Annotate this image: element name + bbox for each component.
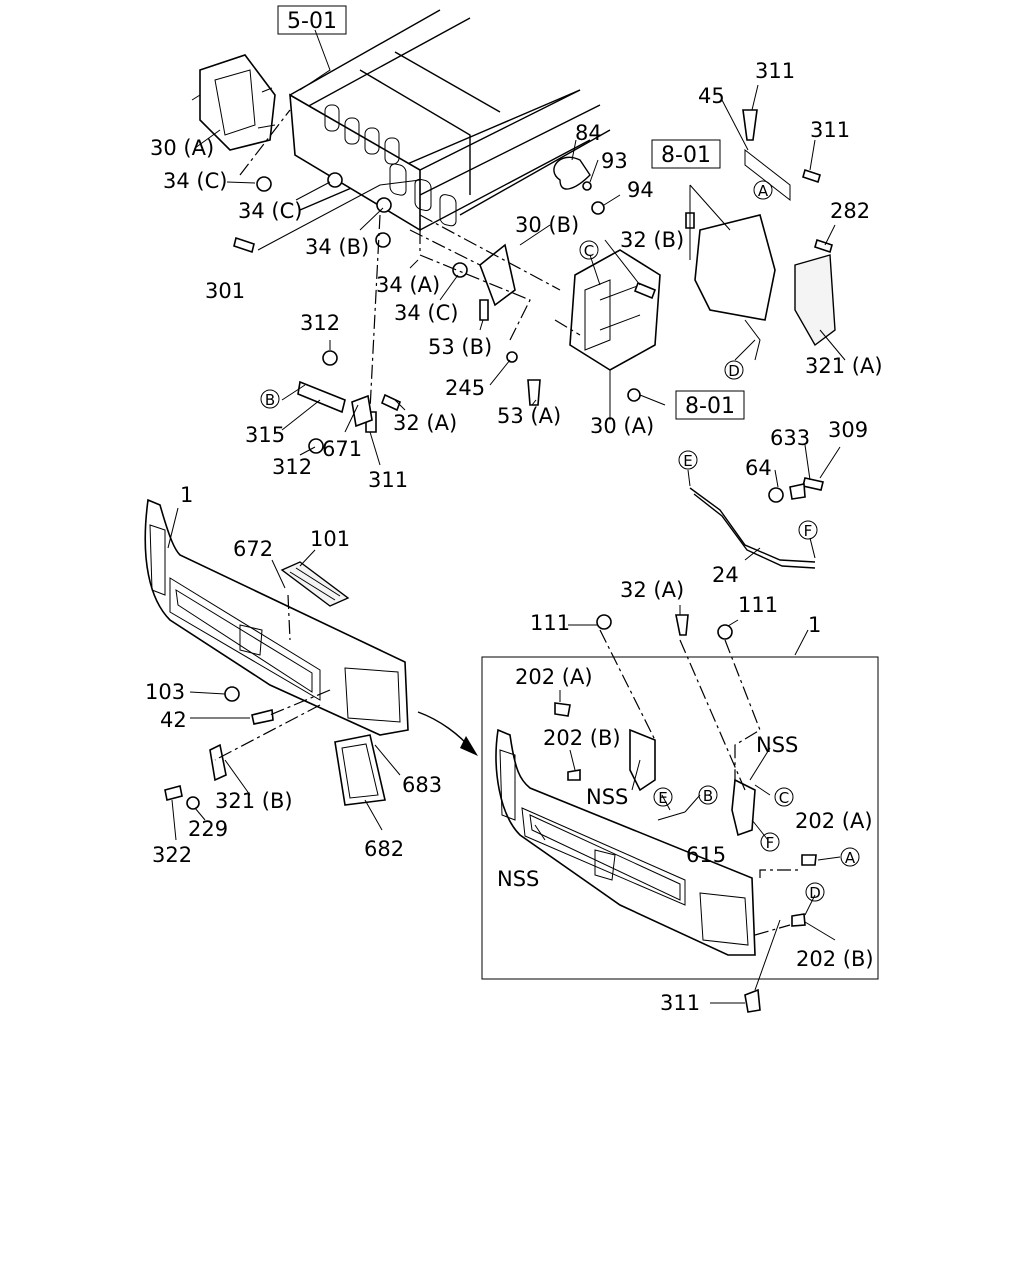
label-633[interactable]: 633 [770,426,810,450]
marker-f-2: F [766,834,775,852]
fasteners [164,109,833,1013]
bracket-45-assembly [694,148,791,361]
label-311-d[interactable]: 311 [660,991,700,1015]
label-34c-1[interactable]: 34 (C) [163,169,227,193]
label-42[interactable]: 42 [160,708,187,732]
label-311-top[interactable]: 311 [755,59,795,83]
label-202a-1[interactable]: 202 (A) [515,665,593,689]
label-nss-2[interactable]: NSS [586,785,628,809]
label-282[interactable]: 282 [830,199,870,223]
section-ref-8-01-bottom[interactable]: 8-01 [675,390,745,420]
label-672[interactable]: 672 [233,537,273,561]
bracket-30a-bottom [569,249,661,371]
label-93[interactable]: 93 [601,149,628,173]
label-1-b[interactable]: 1 [808,613,821,637]
marker-d-2: D [809,884,821,902]
bracket-30b [479,243,516,307]
label-671[interactable]: 671 [322,437,362,461]
label-32a-2[interactable]: 32 (A) [620,578,684,602]
section-ref-8-01-top[interactable]: 8-01 [651,139,721,169]
label-615[interactable]: 615 [686,843,726,867]
part-labels: 311 45 311 84 93 94 282 30 (A) 34 (C) 34… [145,59,883,1015]
label-229[interactable]: 229 [188,817,228,841]
label-94[interactable]: 94 [627,178,654,202]
label-202a-2[interactable]: 202 (A) [795,809,873,833]
label-682[interactable]: 682 [364,837,404,861]
marker-f-1: F [804,522,813,540]
lamp-frame-682 [334,734,386,806]
plate-315-671 [297,380,373,428]
inset-box [481,656,879,980]
label-683[interactable]: 683 [402,773,442,797]
marker-a-2: A [845,849,856,867]
label-nss-1[interactable]: NSS [756,733,798,757]
marker-e-1: E [683,452,692,470]
label-315[interactable]: 315 [245,423,285,447]
marker-e-2: E [658,789,667,807]
label-111-2[interactable]: 111 [738,593,778,617]
label-30a-bottom[interactable]: 30 (A) [590,414,654,438]
label-321b[interactable]: 321 (B) [215,789,293,813]
label-34c-3[interactable]: 34 (C) [394,301,458,325]
label-84[interactable]: 84 [575,121,602,145]
label-30a-top[interactable]: 30 (A) [150,136,214,160]
label-32a[interactable]: 32 (A) [393,411,457,435]
rod-24 [689,487,816,569]
tow-hook-84 [553,156,591,190]
label-34c-2[interactable]: 34 (C) [238,199,302,223]
label-311-c[interactable]: 311 [368,468,408,492]
section-ref-8-01-bottom-text: 8-01 [685,394,735,419]
label-111-1[interactable]: 111 [530,611,570,635]
part-321a [794,254,836,347]
label-103[interactable]: 103 [145,680,185,704]
markers: A C D B E F B E C F A D [260,180,860,902]
label-30b[interactable]: 30 (B) [515,213,579,237]
bumper-left [144,498,409,736]
label-202b-2[interactable]: 202 (B) [796,947,874,971]
label-32b[interactable]: 32 (B) [620,228,684,252]
label-34a[interactable]: 34 (A) [376,273,440,297]
label-24[interactable]: 24 [712,563,739,587]
label-311-b[interactable]: 311 [810,118,850,142]
label-202b-1[interactable]: 202 (B) [543,726,621,750]
label-312-1[interactable]: 312 [300,311,340,335]
label-1-a[interactable]: 1 [180,483,193,507]
marker-c-1: C [584,242,594,260]
inset-arrow [417,711,478,756]
marker-a-1: A [758,182,769,200]
marker-b-1: B [265,391,275,409]
label-321a[interactable]: 321 (A) [805,354,883,378]
label-53b[interactable]: 53 (B) [428,335,492,359]
label-53a[interactable]: 53 (A) [497,404,561,428]
leader-lines [167,29,846,1004]
label-64[interactable]: 64 [745,456,772,480]
pad-101 [280,561,350,607]
section-ref-5-01[interactable]: 5-01 [277,5,347,35]
marker-b-2: B [703,787,713,805]
section-ref-8-01-top-text: 8-01 [661,143,711,168]
marker-d-1: D [728,362,740,380]
label-101[interactable]: 101 [310,527,350,551]
marker-c-2: C [779,789,789,807]
label-301[interactable]: 301 [205,279,245,303]
label-34b[interactable]: 34 (B) [305,235,369,259]
label-245[interactable]: 245 [445,376,485,400]
chassis-frame [289,9,611,232]
label-45[interactable]: 45 [698,84,725,108]
label-322[interactable]: 322 [152,843,192,867]
label-312-2[interactable]: 312 [272,455,312,479]
label-nss-3[interactable]: NSS [497,867,539,891]
label-309[interactable]: 309 [828,418,868,442]
section-ref-5-01-text: 5-01 [287,9,337,34]
bracket-30a-top [191,54,276,151]
